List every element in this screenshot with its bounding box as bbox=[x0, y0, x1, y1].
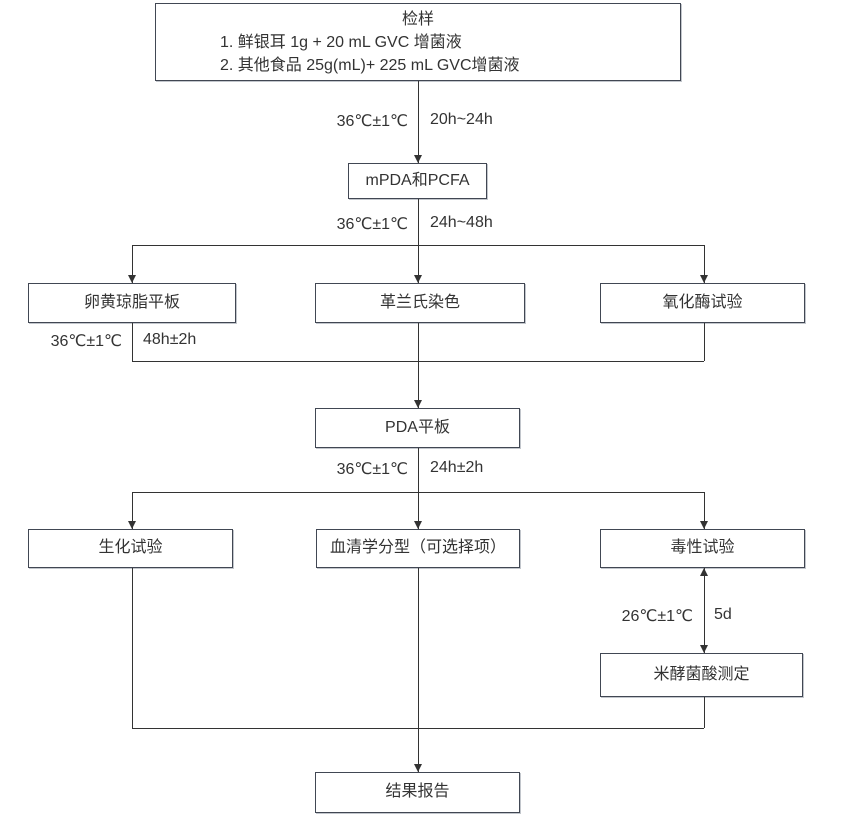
node-sample-line1: 1. 鲜银耳 1g + 20 mL GVC 增菌液 bbox=[220, 33, 462, 51]
edge1-duration-label: 20h~24h bbox=[430, 111, 493, 128]
edge-line-oxidase-down bbox=[704, 323, 705, 361]
arrowhead-up-icon bbox=[700, 568, 708, 576]
arrowhead-down-icon bbox=[414, 155, 422, 163]
edge-line-branch1-left bbox=[132, 245, 133, 283]
node-egg-yolk-agar-plate: 卵黄琼脂平板 bbox=[28, 283, 236, 323]
edge-line-toxicity-to-bongkrekic bbox=[704, 568, 705, 653]
branch-line-row2 bbox=[132, 492, 704, 493]
node-toxicity-test: 毒性试验 bbox=[600, 529, 805, 568]
arrowhead-down-icon bbox=[414, 521, 422, 529]
edge2-duration-label: 24h~48h bbox=[430, 214, 493, 231]
edge-line-biochem-down bbox=[132, 568, 133, 728]
node-gram-stain: 革兰氏染色 bbox=[315, 283, 525, 323]
edge-line-eggyolk-down bbox=[132, 323, 133, 361]
arrowhead-down-icon bbox=[414, 400, 422, 408]
node-egg-yolk-agar-plate-label: 卵黄琼脂平板 bbox=[83, 293, 180, 311]
edge-line-gram-to-pda bbox=[418, 323, 419, 408]
edge1-temperature-label: 36℃±1℃ bbox=[336, 113, 408, 130]
edge-line-mpda-to-row1 bbox=[418, 199, 419, 283]
node-oxidase-test-label: 氧化酶试验 bbox=[662, 293, 743, 311]
edge5-temperature-label: 26℃±1℃ bbox=[621, 608, 693, 625]
node-bongkrekic-acid-determination-label: 米酵菌酸测定 bbox=[653, 665, 750, 683]
edge4-temperature-label: 36℃±1℃ bbox=[336, 461, 408, 478]
merge-line-bottom bbox=[132, 728, 704, 729]
node-mpda-pcfa: mPDA和PCFA bbox=[348, 163, 487, 199]
arrowhead-down-icon bbox=[414, 764, 422, 772]
edge5-duration-label: 5d bbox=[714, 606, 732, 623]
branch-line-row1 bbox=[132, 245, 704, 246]
edge2-temperature-label: 36℃±1℃ bbox=[336, 216, 408, 233]
node-oxidase-test: 氧化酶试验 bbox=[600, 283, 805, 323]
edge-line-serotype-to-report bbox=[418, 568, 419, 772]
node-toxicity-test-label: 毒性试验 bbox=[670, 539, 735, 557]
node-result-report-label: 结果报告 bbox=[385, 783, 450, 801]
node-sample: 检样 1. 鲜银耳 1g + 20 mL GVC 增菌液 2. 其他食品 25g… bbox=[155, 3, 681, 81]
node-result-report: 结果报告 bbox=[315, 772, 520, 813]
arrowhead-down-icon bbox=[700, 275, 708, 283]
edge3-temperature-label: 36℃±1℃ bbox=[50, 333, 122, 350]
node-serotyping-optional: 血清学分型（可选择项） bbox=[316, 529, 520, 568]
node-bongkrekic-acid-determination: 米酵菌酸测定 bbox=[600, 653, 803, 697]
node-pda-plate-label: PDA平板 bbox=[385, 418, 450, 436]
node-mpda-pcfa-label: mPDA和PCFA bbox=[365, 171, 470, 189]
edge3-duration-label: 48h±2h bbox=[143, 331, 197, 348]
edge-line-pda-to-row2 bbox=[418, 448, 419, 529]
arrowhead-down-icon bbox=[128, 275, 136, 283]
node-sample-title: 检样 bbox=[401, 10, 434, 28]
node-biochemical-test-label: 生化试验 bbox=[98, 539, 163, 557]
node-pda-plate: PDA平板 bbox=[315, 408, 520, 448]
edge4-duration-label: 24h±2h bbox=[430, 459, 484, 476]
node-gram-stain-label: 革兰氏染色 bbox=[379, 293, 460, 311]
node-serotyping-optional-label: 血清学分型（可选择项） bbox=[329, 539, 506, 557]
edge-line-bongkrekic-down bbox=[704, 697, 705, 728]
merge-line-row1 bbox=[132, 361, 704, 362]
edge-line-branch1-right bbox=[704, 245, 705, 283]
arrowhead-down-icon bbox=[128, 521, 136, 529]
edge-line-sample-to-mpda bbox=[418, 81, 419, 163]
arrowhead-down-icon bbox=[414, 275, 422, 283]
arrowhead-down-icon bbox=[700, 521, 708, 529]
edge-line-branch2-right bbox=[704, 492, 705, 529]
node-sample-line2: 2. 其他食品 25g(mL)+ 225 mL GVC增菌液 bbox=[220, 56, 520, 74]
arrowhead-down-icon bbox=[700, 645, 708, 653]
node-biochemical-test: 生化试验 bbox=[28, 529, 233, 568]
edge-line-branch2-left bbox=[132, 492, 133, 529]
